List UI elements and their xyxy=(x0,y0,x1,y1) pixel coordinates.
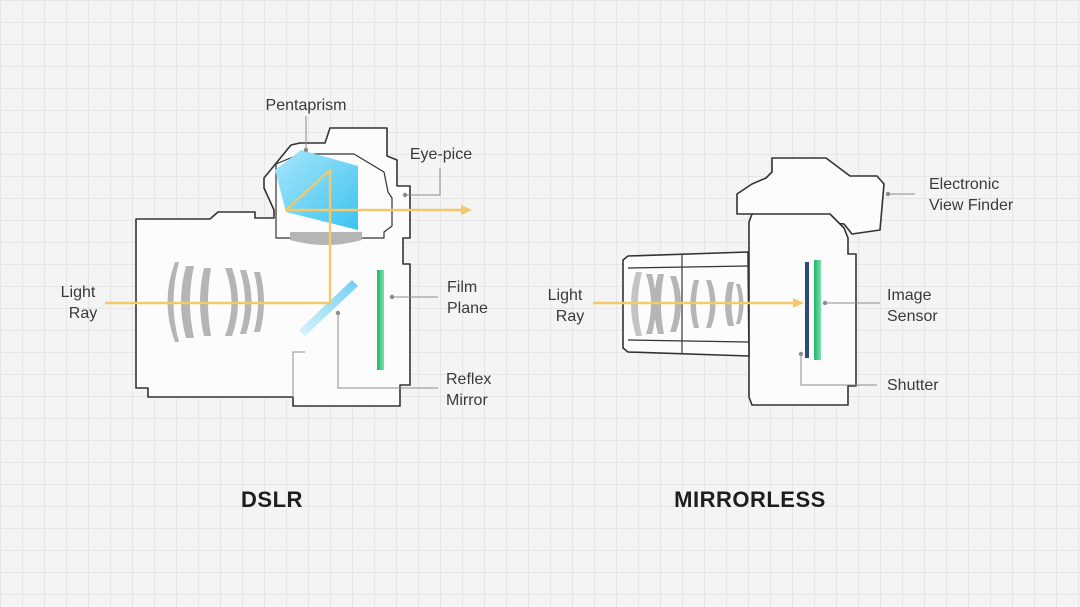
dslr-grip-step xyxy=(292,351,305,397)
condenser-lens xyxy=(290,232,362,245)
dslr-leaders xyxy=(303,116,441,389)
film-plane-label-line1: Film xyxy=(447,279,477,296)
dslr-light-path xyxy=(105,169,472,305)
pentaprism-label: Pentaprism xyxy=(266,97,347,114)
dslr-light-ray-label-line2: Ray xyxy=(69,305,97,322)
evf-label-line2: View Finder xyxy=(929,197,1014,214)
film-plane-label-line2: Plane xyxy=(447,300,488,317)
dslr-light-ray-label-line1: Light xyxy=(61,284,96,301)
image-sensor xyxy=(814,260,821,360)
shutter-label: Shutter xyxy=(887,377,939,394)
dslr-title: DSLR xyxy=(241,487,303,512)
reflex-mirror xyxy=(299,280,358,336)
evf-label-line1: Electronic xyxy=(929,176,999,193)
eyepiece-label: Eye-pice xyxy=(410,146,472,163)
mirrorless-light-path xyxy=(593,298,804,308)
film-plane xyxy=(377,270,384,370)
mirrorless-leaders xyxy=(798,191,915,386)
reflex-mirror-label-line2: Mirror xyxy=(446,392,488,409)
mirrorless-title: MIRRORLESS xyxy=(674,487,826,512)
reflex-mirror-label-line1: Reflex xyxy=(446,371,491,388)
image-sensor-label-line1: Image xyxy=(887,287,932,304)
shutter xyxy=(805,262,809,358)
mirrorless-light-ray-label-line2: Ray xyxy=(556,308,584,325)
mirrorless-body-outline xyxy=(748,213,857,406)
dslr-diagram: Pentaprism Eye-pice Light Ray Film Plane… xyxy=(61,97,492,512)
mirrorless-diagram: Electronic View Finder Light Ray Image S… xyxy=(548,157,1014,512)
mirrorless-light-ray-label-line1: Light xyxy=(548,287,583,304)
image-sensor-label-line2: Sensor xyxy=(887,308,938,325)
